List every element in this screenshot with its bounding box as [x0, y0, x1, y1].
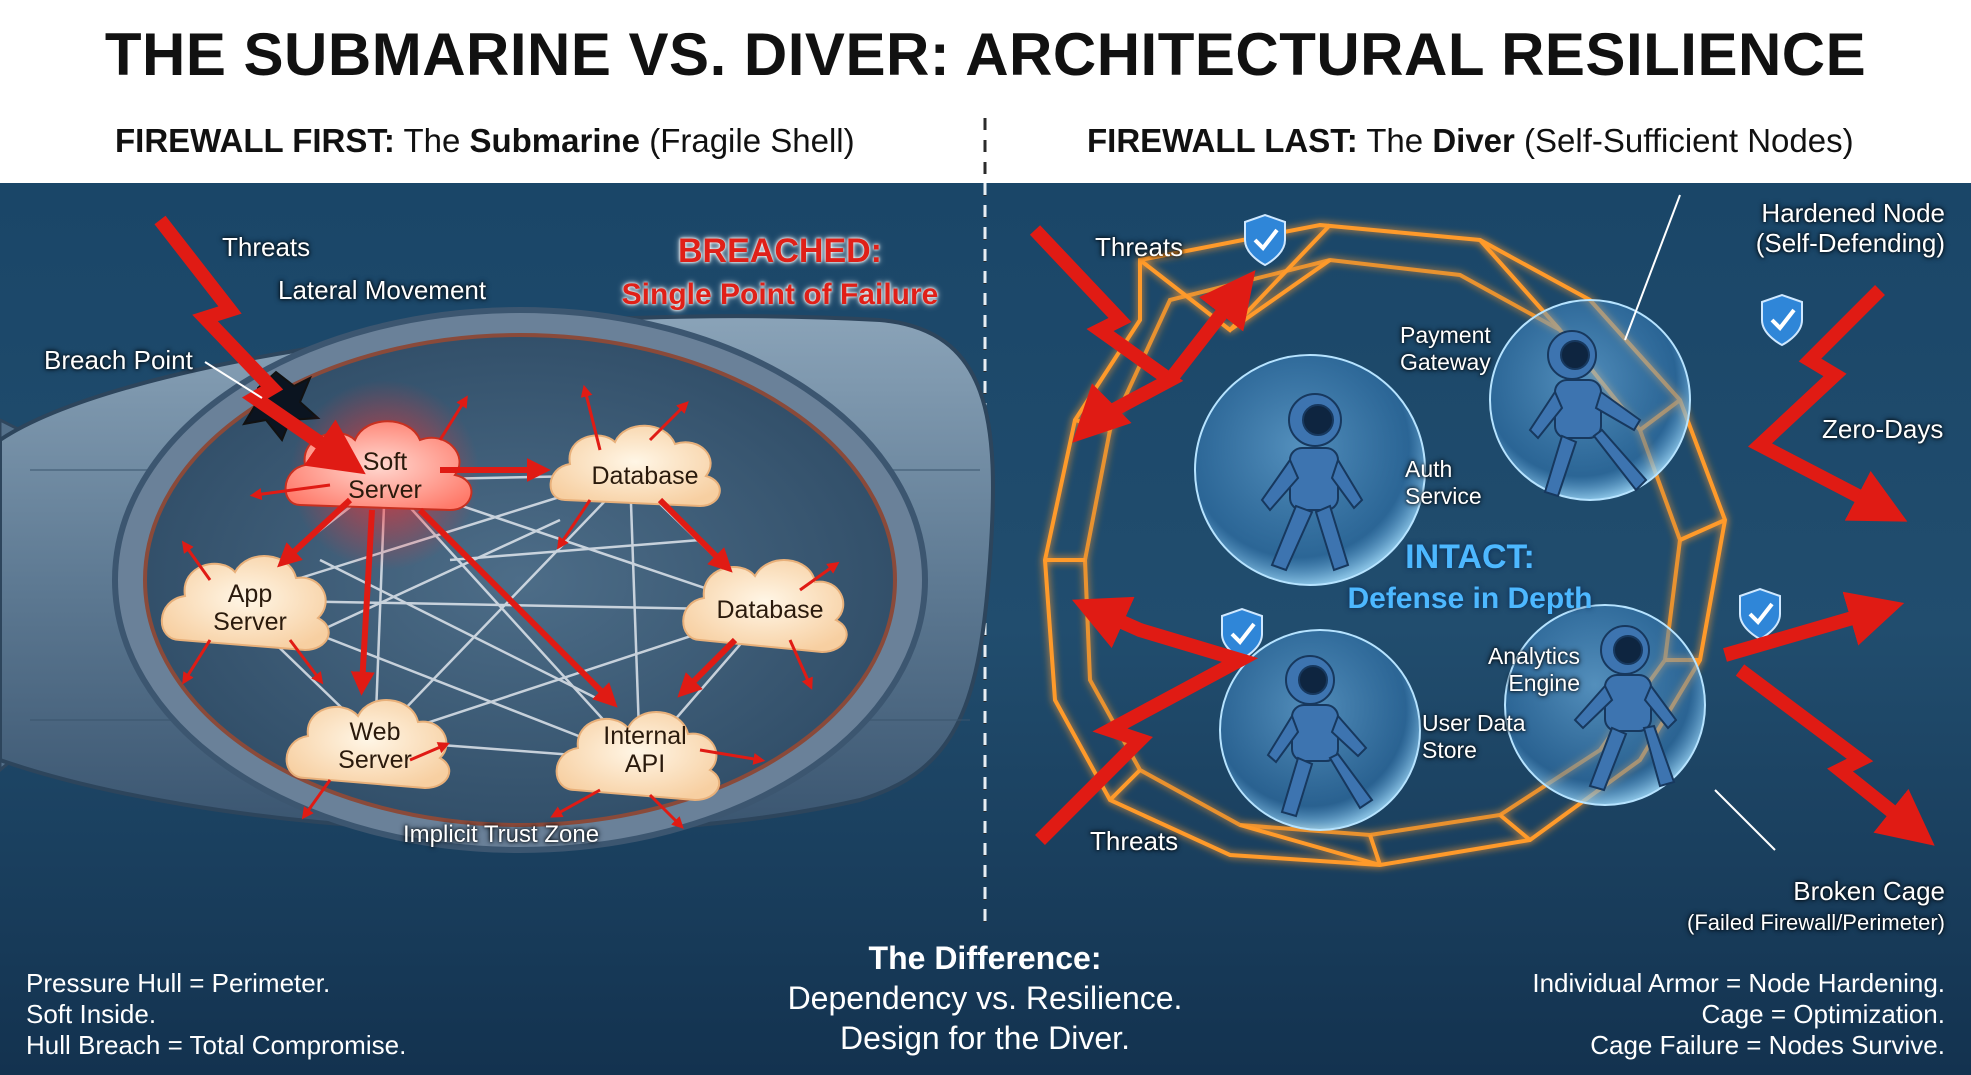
diver-icon	[1260, 393, 1364, 572]
diver-analytics-engine	[1219, 629, 1421, 831]
label-line: Analytics	[1487, 643, 1580, 669]
footnote-line: Hull Breach = Total Compromise.	[26, 1030, 407, 1060]
submarine	[0, 307, 995, 853]
intact-subtitle: Defense in Depth	[1347, 582, 1593, 615]
difference-line: Dependency vs. Resilience.	[787, 980, 1183, 1016]
breached-subtitle: Single Point of Failure	[621, 278, 939, 311]
node-label-line: API	[624, 750, 666, 778]
cloud-node-icon	[555, 711, 721, 802]
threats-label: Threats	[222, 232, 311, 262]
diver-icon	[1528, 330, 1648, 498]
cloud-node-icon	[160, 555, 330, 652]
header-text: The	[394, 122, 470, 159]
label-line: Gateway	[1400, 349, 1491, 375]
scatter-arrows	[181, 384, 840, 829]
breach-point-pointer	[204, 361, 263, 399]
hardened-node-label: Hardened Node(Self-Defending)	[1640, 198, 1945, 258]
node-label-line: App	[227, 580, 273, 608]
footnote-line: Soft Inside.	[26, 999, 157, 1029]
header-strong: Submarine	[469, 122, 641, 159]
node-label-line: Server	[213, 608, 287, 636]
breach-point-label: Breach Point	[44, 345, 193, 375]
difference-summary: The Difference: Dependency vs. Resilienc…	[735, 938, 1235, 1058]
shield-check-icon	[1244, 213, 1286, 267]
left-panel-header: FIREWALL FIRST: The Submarine (Fragile S…	[115, 122, 855, 160]
broken-cage-pointer	[1714, 789, 1776, 851]
page-title: THE SUBMARINE VS. DIVER: ARCHITECTURAL R…	[104, 21, 1867, 88]
cloud-node-icon	[682, 559, 848, 654]
difference-line: Design for the Diver.	[840, 1020, 1130, 1056]
difference-title: The Difference:	[868, 940, 1102, 976]
intact-title: INTACT:	[1405, 538, 1535, 576]
label-line: Store	[1422, 737, 1477, 763]
node-label-line: Internal	[603, 722, 687, 750]
label-line: Auth	[1405, 456, 1453, 482]
label-line: Engine	[1508, 670, 1580, 696]
implicit-trust-zone-label: Implicit Trust Zone	[403, 821, 600, 848]
header-strong: FIREWALL FIRST:	[115, 122, 395, 159]
left-footnotes: Pressure Hull = Perimeter. Soft Inside. …	[26, 968, 406, 1061]
right-panel-header: FIREWALL LAST: The Diver (Self-Sufficien…	[1087, 122, 1854, 160]
threats-top-label: Threats	[1095, 232, 1184, 262]
label-line: Payment	[1400, 322, 1491, 348]
node-label-line: Web	[349, 718, 401, 746]
label-line: Hardened Node	[1761, 198, 1945, 228]
header-strong: FIREWALL LAST:	[1087, 122, 1358, 159]
lightning-arrow-icon	[154, 215, 366, 475]
deflected-threat-arrows	[1029, 225, 1935, 846]
right-footnotes: Individual Armor = Node Hardening. Cage …	[1450, 968, 1945, 1061]
cloud-node-icon	[549, 424, 721, 508]
label-line: Service	[1405, 483, 1482, 509]
broken-cage-label: Broken Cage	[1793, 876, 1945, 906]
threats-bottom-label: Threats	[1090, 826, 1179, 856]
footnote-line: Pressure Hull = Perimeter.	[26, 968, 331, 998]
diver-icon	[1573, 625, 1678, 792]
label-line: (Self-Defending)	[1755, 228, 1945, 258]
lateral-spread-arrows	[277, 458, 738, 708]
zero-days-label: Zero-Days	[1822, 414, 1944, 444]
label-line: User Data	[1422, 710, 1526, 736]
header-text: (Fragile Shell)	[640, 122, 855, 159]
header-strong: Diver	[1432, 122, 1515, 159]
node-label-line: Server	[338, 746, 412, 774]
footnote-line: Cage Failure = Nodes Survive.	[1590, 1030, 1945, 1060]
header-text: The	[1357, 122, 1433, 159]
lateral-movement-label: Lateral Movement	[278, 275, 487, 305]
node-label-line: Soft	[362, 448, 408, 476]
breached-title: BREACHED:	[678, 232, 882, 270]
footnote-line: Cage = Optimization.	[1701, 999, 1945, 1029]
node-label-line: Server	[348, 476, 422, 504]
header-text: (Self-Sufficient Nodes)	[1514, 122, 1854, 159]
cloud-node-icon	[285, 699, 451, 790]
footnote-line: Individual Armor = Node Hardening.	[1532, 968, 1945, 998]
diver-icon	[1266, 655, 1374, 818]
broken-cage-sublabel: (Failed Firewall/Perimeter)	[1687, 910, 1945, 935]
diver-user-data-store	[1504, 604, 1706, 806]
hardened-node-pointer	[1624, 194, 1681, 341]
database-2-label: Database	[716, 596, 824, 624]
diver-auth-service	[1489, 299, 1691, 501]
database-1-label: Database	[591, 462, 699, 490]
diver-payment-gateway	[1194, 354, 1426, 586]
shield-check-icon	[1761, 293, 1803, 347]
